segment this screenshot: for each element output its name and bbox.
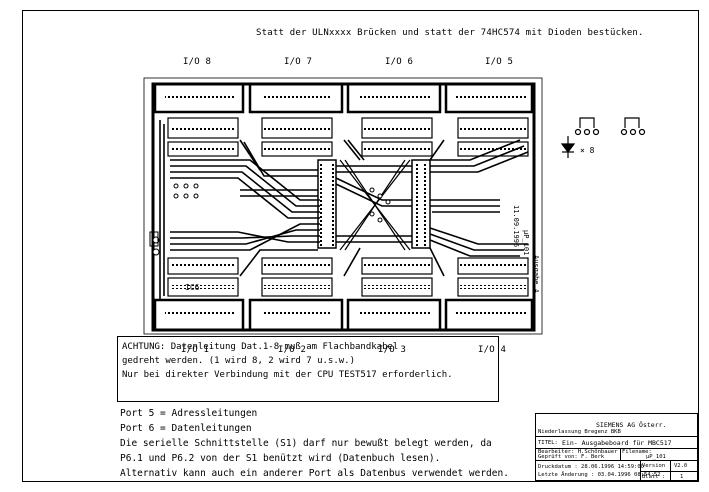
- io-label-6: I/O 6: [385, 57, 414, 67]
- tb-blatt-value: 1: [680, 474, 684, 480]
- note-line-2: Port 6 = Datenleitungen: [120, 423, 252, 434]
- tb-branch: Niederlassung Bregenz BKB: [538, 429, 621, 435]
- pcb-side-text-1: 11.09.1996: [512, 205, 520, 248]
- note-line-4: P6.1 und P6.2 von der S1 benützt wird (D…: [120, 453, 441, 464]
- tb-blatt-label: Blatt :: [642, 474, 666, 480]
- diode-multiplier: × 8: [580, 146, 595, 155]
- warning-line-1: ACHTUNG: Datenleitung Dat.1-8 muß am Fla…: [122, 342, 399, 352]
- ic-label: IC6: [185, 283, 200, 292]
- tb-filename-value: µP_101: [646, 454, 666, 460]
- warning-line-2: gedreht werden. (1 wird 8, 2 wird 7 u.s.…: [122, 356, 355, 366]
- tb-company: SIEMENS AG Österr.: [596, 421, 667, 429]
- warning-line-3: Nur bei direkter Verbindung mit der CPU …: [122, 370, 453, 380]
- io-label-1: I/O 1: [181, 345, 210, 355]
- io-label-3: I/O 3: [378, 345, 407, 355]
- pcb-side-text-2: µP_101: [522, 230, 530, 256]
- tb-bearbeiter: Bearbeiter: H.Schönbauer: [538, 449, 618, 455]
- tb-geprueft: Geprüft von: F. Berk: [538, 454, 605, 460]
- warning-box: ACHTUNG: Datenleitung Dat.1-8 muß am Fla…: [117, 336, 499, 402]
- note-line-5: Alternativ kann auch ein anderer Port al…: [120, 468, 509, 479]
- io-label-4: I/O 4: [478, 345, 507, 355]
- top-note: Statt der ULNxxxx Brücken und statt der …: [256, 28, 644, 38]
- tb-aenderung: Letzte Änderung : 03.04.1996 08:54:52: [538, 472, 661, 478]
- notes: Port 5 = Adressleitungen Port 6 = Datenl…: [120, 406, 509, 481]
- note-line-3: Die serielle Schnittstelle (S1) darf nur…: [120, 438, 492, 449]
- drawing-frame: [22, 10, 699, 482]
- tb-titel-value: Ein- Ausgabeboard für MBC517: [562, 439, 672, 447]
- title-block: SIEMENS AG Österr. Niederlassung Bregenz…: [535, 413, 699, 482]
- io-label-8: I/O 8: [183, 57, 212, 67]
- tb-druckdatum: Druckdatum : 28.06.1996 14:59:00: [538, 464, 644, 470]
- note-line-1: Port 5 = Adressleitungen: [120, 408, 258, 419]
- tb-filename-label: Filename:: [622, 449, 652, 455]
- tb-version-label: Version: [642, 463, 666, 469]
- pcb-side-text-3: Ausgabe A: [532, 255, 540, 293]
- io-label-5: I/O 5: [485, 57, 514, 67]
- tb-version-value: V2.0: [674, 463, 688, 469]
- io-label-7: I/O 7: [284, 57, 313, 67]
- tb-titel-label: TITEL:: [538, 440, 558, 446]
- io-label-2: I/O 2: [278, 345, 307, 355]
